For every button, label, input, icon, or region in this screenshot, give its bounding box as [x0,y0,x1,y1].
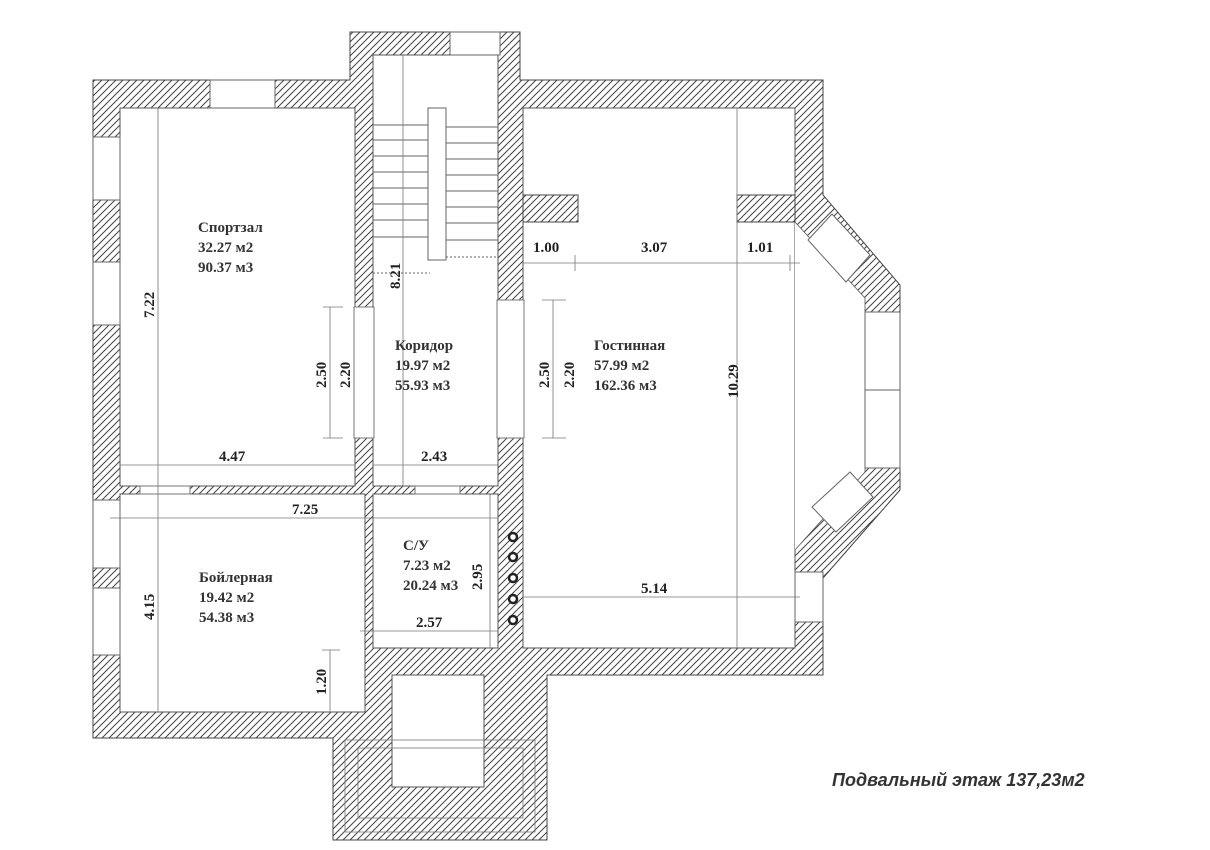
door-corridor-wc [414,485,461,495]
svg-text:5.14: 5.14 [641,581,668,597]
pit-opening [391,674,485,788]
svg-text:20.24 м3: 20.24 м3 [403,578,458,594]
svg-text:4.47: 4.47 [219,449,246,465]
svg-text:3.07: 3.07 [641,240,668,256]
svg-text:С/У: С/У [403,538,429,554]
staircase [373,107,498,274]
window [92,136,121,201]
svg-text:19.42 м2: 19.42 м2 [199,590,254,606]
svg-text:7.25: 7.25 [292,502,318,518]
door-opening-gym [353,306,375,439]
room-gym [119,107,356,487]
window [92,587,121,656]
svg-text:4.15: 4.15 [142,594,158,620]
window [92,499,121,569]
svg-text:55.93 м3: 55.93 м3 [395,378,450,394]
label-gym: Спортзал 32.27 м2 90.37 м3 [198,220,263,276]
door-opening-living [496,299,525,439]
svg-text:2.95: 2.95 [470,564,486,590]
svg-text:Спортзал: Спортзал [198,220,263,236]
svg-text:19.97 м2: 19.97 м2 [395,358,450,374]
window [864,311,901,391]
svg-text:8.21: 8.21 [388,263,404,289]
window [807,213,871,283]
svg-text:2.43: 2.43 [421,449,447,465]
svg-text:1.20: 1.20 [314,669,330,695]
label-wc: С/У 7.23 м2 20.24 м3 [403,538,458,594]
svg-text:2.50: 2.50 [314,362,330,388]
svg-text:Гостинная: Гостинная [594,338,665,354]
window [449,31,501,56]
label-living: Гостинная 57.99 м2 162.36 м3 [594,338,665,394]
label-boiler: Бойлерная 19.42 м2 54.38 м3 [199,570,273,626]
wall-stub-left [522,194,579,223]
room-boiler [119,493,366,713]
dimension-lines [110,55,800,712]
svg-text:1.00: 1.00 [533,240,559,256]
dimension-labels: 7.22 4.47 2.50 2.20 8.21 2.43 2.50 2.20 … [142,240,773,695]
svg-text:57.99 м2: 57.99 м2 [594,358,649,374]
label-corridor: Коридор 19.97 м2 55.93 м3 [395,338,453,394]
svg-text:2.50: 2.50 [537,362,553,388]
svg-text:32.27 м2: 32.27 м2 [198,240,253,256]
door-gym-boiler [139,485,191,495]
svg-text:7.23 м2: 7.23 м2 [403,558,451,574]
svg-text:7.22: 7.22 [142,292,158,318]
svg-text:Бойлерная: Бойлерная [199,570,273,586]
room-wc [372,493,499,649]
window [209,79,276,109]
window [811,471,874,533]
svg-text:Коридор: Коридор [395,338,453,354]
svg-text:2.20: 2.20 [338,362,354,388]
svg-text:1.01: 1.01 [747,240,773,256]
pipes-icon [507,531,519,626]
svg-text:10.29: 10.29 [726,364,742,398]
window [92,261,121,326]
wall-stub-right [736,194,796,223]
svg-text:162.36 м3: 162.36 м3 [594,378,657,394]
svg-text:54.38 м3: 54.38 м3 [199,610,254,626]
window [864,389,901,469]
bay-window-area [795,222,865,550]
svg-text:2.20: 2.20 [562,362,578,388]
plan-title: Подвальный этаж 137,23м2 [832,770,1085,790]
svg-text:90.37 м3: 90.37 м3 [198,260,253,276]
svg-text:2.57: 2.57 [416,615,443,631]
